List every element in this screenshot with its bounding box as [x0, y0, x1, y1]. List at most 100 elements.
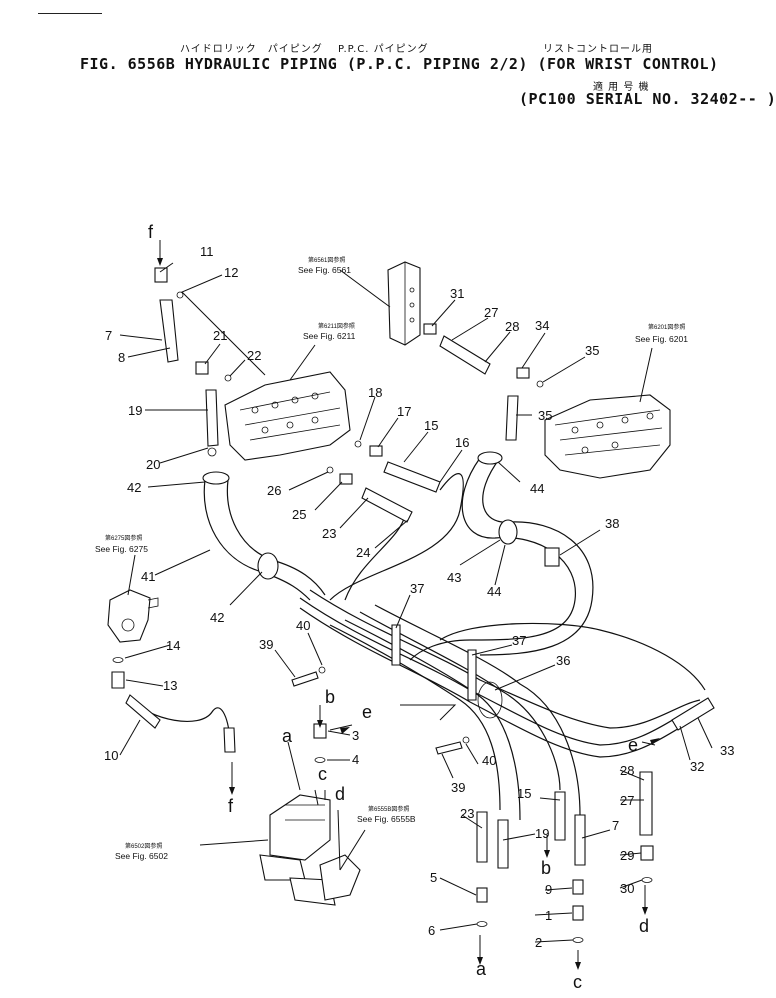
callout-30: 30: [620, 881, 634, 896]
connection-letters: f f a a b b c c d d e e: [148, 222, 649, 992]
svg-text:See Fig. 6561: See Fig. 6561: [298, 265, 351, 275]
letter-d-bottom: d: [639, 916, 649, 936]
jp-title-line: ハイドロリック パイピング P.P.C. パイピング: [180, 44, 429, 55]
letter-e-right: e: [628, 735, 638, 755]
callout-36: 36: [556, 653, 570, 668]
arrowheads: [157, 258, 660, 970]
ref-see-fig-6275: 第6275図参照 See Fig. 6275: [95, 534, 148, 554]
svg-text:See Fig. 6555B: See Fig. 6555B: [357, 814, 416, 824]
letter-b-top: b: [325, 687, 335, 707]
fittings: [111, 267, 715, 943]
ref-see-fig-6211: 第6211図参照 See Fig. 6211: [303, 322, 356, 341]
svg-text:See Fig. 6502: See Fig. 6502: [115, 851, 168, 861]
callout-8: 8: [118, 350, 125, 365]
callout-14: 14: [166, 638, 180, 653]
callout-22: 22: [247, 348, 261, 363]
callout-44: 44: [487, 584, 501, 599]
lower-valve: [259, 794, 336, 906]
svg-text:第6502図参照: 第6502図参照: [125, 842, 162, 850]
large-hose-left: [202, 471, 326, 601]
callout-42: 42: [127, 480, 141, 495]
callout-41: 41: [141, 569, 155, 584]
callout-16: 16: [455, 435, 469, 450]
ref-see-fig-6555b: 第6555B図参照 See Fig. 6555B: [357, 805, 416, 824]
callout-10: 10: [104, 748, 118, 763]
callout-31: 31: [450, 286, 464, 301]
letter-d-top: d: [335, 784, 345, 804]
callout-34: 34: [535, 318, 549, 333]
svg-text:See Fig. 6201: See Fig. 6201: [635, 334, 688, 344]
callout-27: 27: [484, 305, 498, 320]
letter-a-top: a: [282, 726, 293, 746]
callout-19: 19: [535, 826, 549, 841]
callout-26: 26: [267, 483, 281, 498]
callout-20: 20: [146, 457, 160, 472]
callout-28: 28: [505, 319, 519, 334]
callout-13: 13: [163, 678, 177, 693]
letter-e-top: e: [362, 702, 372, 722]
pilot-block: [387, 261, 421, 346]
callout-23: 23: [322, 526, 336, 541]
diagram-canvas: { "header": { "jp_line1_left": "ハイドロリック …: [38, 13, 776, 992]
callout-40: 40: [482, 753, 496, 768]
callout-27: 27: [620, 793, 634, 808]
callout-17: 17: [397, 404, 411, 419]
callout-28: 28: [620, 763, 634, 778]
callout-15: 15: [517, 786, 531, 801]
letter-a-bottom: a: [476, 959, 487, 979]
jp-title-right: リストコントロール用: [543, 44, 653, 55]
ref-see-fig-6561: 第6561図参照 See Fig. 6561: [298, 256, 351, 275]
leader-lines: [119, 240, 713, 965]
ppc-valve: [107, 589, 159, 643]
letter-f-top: f: [148, 222, 154, 242]
svg-text:第6275図参照: 第6275図参照: [105, 534, 142, 542]
ref-see-fig-6502: 第6502図参照 See Fig. 6502: [115, 842, 168, 861]
letter-b-bottom: b: [541, 858, 551, 878]
callout-23: 23: [460, 806, 474, 821]
callout-38: 38: [605, 516, 619, 531]
callout-35: 35: [538, 408, 552, 423]
callout-32: 32: [690, 759, 704, 774]
callout-2: 2: [535, 935, 542, 950]
callout-12: 12: [224, 265, 238, 280]
piping-drawing: 第6561図参照 See Fig. 6561 第6211図参照 See Fig.…: [95, 222, 734, 992]
callout-5: 5: [430, 870, 437, 885]
callout-25: 25: [292, 507, 306, 522]
header-rule: [38, 13, 102, 14]
callout-44: 44: [530, 481, 544, 496]
callout-35: 35: [585, 343, 599, 358]
callout-39: 39: [451, 780, 465, 795]
callout-18: 18: [368, 385, 382, 400]
callout-39: 39: [259, 637, 273, 652]
figure-title: FIG. 6556B HYDRAULIC PIPING (P.P.C. PIPI…: [80, 55, 719, 73]
svg-text:第6211図参照: 第6211図参照: [318, 322, 355, 330]
callout-11: 11: [200, 244, 214, 259]
callout-37: 37: [512, 633, 526, 648]
svg-text:第6555B図参照: 第6555B図参照: [368, 805, 409, 813]
callout-4: 4: [352, 752, 359, 767]
callout-9: 9: [545, 882, 552, 897]
svg-text:See Fig. 6211: See Fig. 6211: [303, 331, 356, 341]
callout-37: 37: [410, 581, 424, 596]
callout-7: 7: [105, 328, 112, 343]
large-hose-right: [409, 451, 594, 661]
callout-42: 42: [210, 610, 224, 625]
callout-40: 40: [296, 618, 310, 633]
control-valve-left: [224, 371, 351, 461]
ref-see-fig-6201: 第6201図参照 See Fig. 6201: [635, 323, 688, 344]
control-valve-right: [544, 394, 671, 479]
callout-numbers: 11 12 7 8 21 22 19 20 42 41 42 18 17 15 …: [104, 244, 734, 950]
letter-c-top: c: [318, 764, 327, 784]
jp-applicable-label: 適 用 号 機: [593, 82, 650, 93]
callout-6: 6: [428, 923, 435, 938]
callout-19: 19: [128, 403, 142, 418]
lower-valve-right: [319, 854, 361, 901]
callout-29: 29: [620, 848, 634, 863]
svg-text:第6561図参照: 第6561図参照: [308, 256, 345, 264]
callout-15: 15: [424, 418, 438, 433]
svg-text:See Fig. 6275: See Fig. 6275: [95, 544, 148, 554]
callout-1: 1: [545, 908, 552, 923]
svg-text:第6201図参照: 第6201図参照: [648, 323, 685, 331]
callout-21: 21: [213, 328, 227, 343]
callout-43: 43: [447, 570, 461, 585]
